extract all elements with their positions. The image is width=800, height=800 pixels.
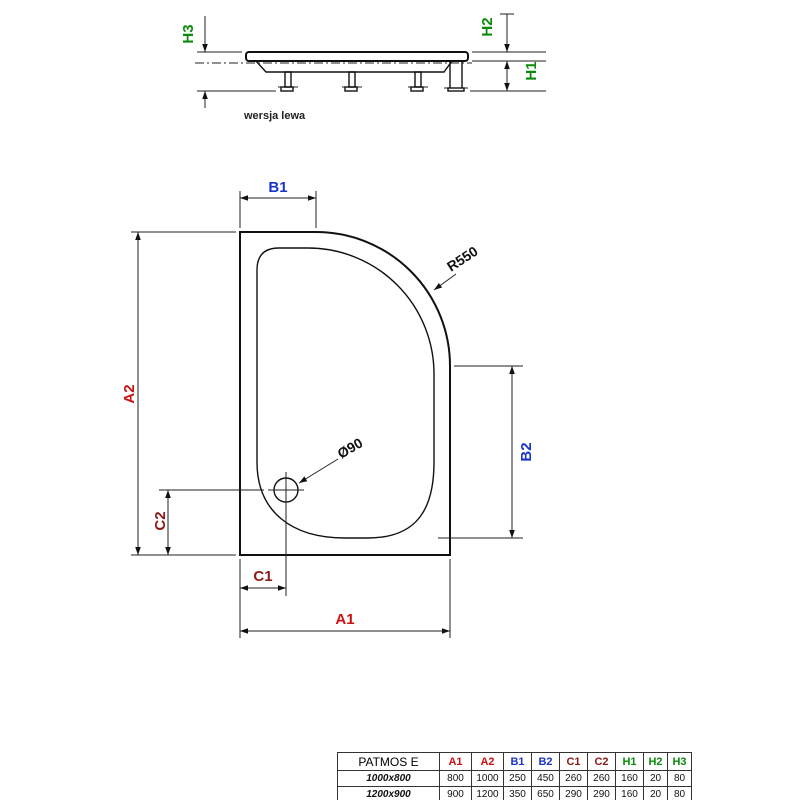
table-cell: 1200 bbox=[471, 786, 504, 800]
dim-c2: C2 bbox=[152, 489, 264, 555]
table-cell: 20 bbox=[643, 770, 668, 787]
dim-b1: B1 bbox=[239, 179, 317, 228]
side-view: H3 H2 H1 wersja lewa bbox=[180, 13, 546, 122]
tray-profile bbox=[245, 51, 469, 73]
table-cell: 290 bbox=[587, 786, 616, 800]
table-col-header-b1: B1 bbox=[503, 752, 532, 771]
dim-b2: B2 bbox=[438, 365, 535, 539]
version-caption: wersja lewa bbox=[243, 110, 306, 122]
table-col-header-b2: B2 bbox=[531, 752, 560, 771]
dim-h2: H2 bbox=[472, 13, 546, 53]
table-col-header-c2: C2 bbox=[587, 752, 616, 771]
radius-callout: R550 bbox=[433, 243, 481, 291]
table-col-header-a1: A1 bbox=[439, 752, 472, 771]
table-col-header-a2: A2 bbox=[471, 752, 504, 771]
table-row: 1000x800 800 1000 250 450 260 260 160 20… bbox=[337, 770, 692, 787]
c2-label: C2 bbox=[152, 511, 169, 530]
b2-label: B2 bbox=[518, 442, 535, 461]
h1-label: H1 bbox=[523, 61, 540, 80]
tray-outer-outline bbox=[239, 231, 451, 556]
dim-h1: H1 bbox=[470, 60, 546, 92]
c1-label: C1 bbox=[253, 568, 272, 585]
table-cell: 160 bbox=[615, 770, 644, 787]
radius-label: R550 bbox=[444, 243, 481, 275]
h2-label: H2 bbox=[479, 17, 496, 36]
table-row-size: 1200x900 bbox=[337, 786, 440, 800]
dim-h3: H3 bbox=[180, 16, 276, 108]
table-col-header-h1: H1 bbox=[615, 752, 644, 771]
table-cell: 290 bbox=[559, 786, 588, 800]
right-support bbox=[444, 61, 468, 92]
a2-label: A2 bbox=[121, 384, 138, 403]
plan-view: Ø90 R550 B1 A2 B2 bbox=[121, 179, 535, 638]
table-header-row: PATMOS E A1 A2 B1 B2 C1 C2 H1 H2 H3 bbox=[337, 752, 692, 771]
a1-label: A1 bbox=[335, 611, 354, 628]
table-cell: 80 bbox=[667, 786, 692, 800]
dimension-table: PATMOS E A1 A2 B1 B2 C1 C2 H1 H2 H3 1000… bbox=[337, 752, 692, 800]
b1-label: B1 bbox=[268, 179, 287, 196]
table-cell: 900 bbox=[439, 786, 472, 800]
table-cell: 160 bbox=[615, 786, 644, 800]
table-cell: 250 bbox=[503, 770, 532, 787]
drain-symbol bbox=[268, 472, 304, 508]
table-row: 1200x900 900 1200 350 650 290 290 160 20… bbox=[337, 786, 692, 800]
table-cell: 350 bbox=[503, 786, 532, 800]
tray-legs bbox=[278, 61, 468, 92]
table-cell: 260 bbox=[587, 770, 616, 787]
table-cell: 80 bbox=[667, 770, 692, 787]
h3-label: H3 bbox=[180, 24, 197, 43]
table-cell: 800 bbox=[439, 770, 472, 787]
table-model-header: PATMOS E bbox=[337, 752, 440, 771]
table-cell: 1000 bbox=[471, 770, 504, 787]
dim-c1: C1 bbox=[240, 505, 287, 596]
dim-a2: A2 bbox=[121, 231, 236, 556]
table-cell: 450 bbox=[531, 770, 560, 787]
table-col-header-h3: H3 bbox=[667, 752, 692, 771]
basin-inner-outline bbox=[256, 247, 435, 539]
table-cell: 260 bbox=[559, 770, 588, 787]
dim-a1: A1 bbox=[239, 559, 451, 638]
table-row-size: 1000x800 bbox=[337, 770, 440, 787]
table-cell: 650 bbox=[531, 786, 560, 800]
table-col-header-c1: C1 bbox=[559, 752, 588, 771]
table-cell: 20 bbox=[643, 786, 668, 800]
table-col-header-h2: H2 bbox=[643, 752, 668, 771]
